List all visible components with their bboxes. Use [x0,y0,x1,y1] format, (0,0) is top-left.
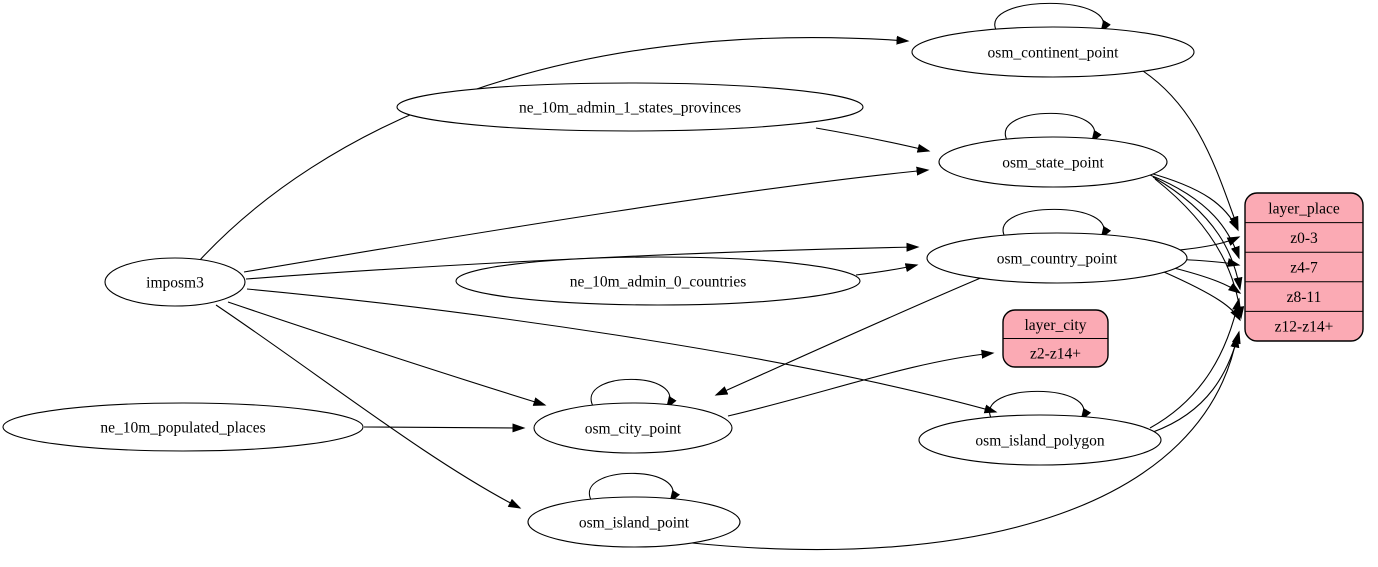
node-osm_continent_point: osm_continent_point [911,26,1195,78]
edge-osm_island_polygon--to--layer_place.z8-11 [1149,297,1241,429]
node-shape-imposm3 [104,257,246,307]
node-shape-ne_10m_admin_0_countries [455,256,861,306]
node-osm_state_point: osm_state_point [938,136,1168,188]
record-shape-layer_place [1244,192,1364,342]
edge-osm_continent_point--to--osm_continent_point [994,2,1111,34]
edge-osm_state_point--to--layer_place.z0-3 [1145,171,1239,232]
edge-osm_island_point--to--osm_island_point [588,472,680,504]
node-ne_10m_admin_0_countries: ne_10m_admin_0_countries [455,256,861,306]
node-shape-osm_island_polygon [918,414,1162,466]
edge-osm_city_point--to--osm_city_point [590,378,677,410]
edge-osm_island_point--to--layer_place.z12-z14+ [691,334,1240,551]
node-shape-osm_city_point [533,402,733,454]
node-osm_city_point: osm_city_point [533,402,733,454]
edge-osm_country_point--to--layer_place.z0-3 [1169,236,1241,252]
edge-osm_island_polygon--to--layer_place.z12-z14+ [1152,330,1241,433]
node-shape-ne_10m_admin_1_states_provinces [396,82,864,132]
node-imposm3: imposm3 [104,257,246,307]
edge-imposm3--to--osm_island_polygon [246,288,998,414]
node-shape-ne_10m_populated_places [2,402,364,452]
edge-osm_country_point--to--layer_place.z12-z14+ [1163,271,1241,322]
edge-imposm3--to--osm_city_point [227,301,547,406]
node-ne_10m_populated_places: ne_10m_populated_places [2,402,364,452]
edge-imposm3--to--osm_continent_point [198,35,910,262]
node-shape-osm_state_point [938,136,1168,188]
edge-ne_10m_admin_0_countries--to--osm_country_point [855,263,919,276]
edge-osm_country_point--to--osm_country_point [1002,208,1112,240]
edge-ne_10m_populated_places--to--osm_city_point [363,423,526,433]
node-shape-osm_island_point [527,496,741,548]
node-ne_10m_admin_1_states_provinces: ne_10m_admin_1_states_provinces [396,82,864,132]
edge-imposm3--to--osm_island_point [215,304,522,509]
nodes-layer: imposm3 ne_10m_admin_1_states_provincesne… [2,26,1364,548]
edge-osm_country_point--to--osm_city_point [714,276,984,396]
node-shape-osm_continent_point [911,26,1195,78]
edge-osm_city_point--to--layer_city.z2-z14+ [727,349,995,417]
node-osm_island_polygon: osm_island_polygon [918,414,1162,466]
node-osm_island_point: osm_island_point [527,496,741,548]
node-shape-osm_country_point [926,232,1188,284]
edge-osm_continent_point--to--layer_place.z0-3 [1139,68,1239,230]
edge-ne_10m_admin_1_states_provinces--to--osm_state_point [815,127,931,153]
node-osm_country_point: osm_country_point [926,232,1188,284]
edge-osm_state_point--to--osm_state_point [1004,112,1102,144]
edges-layer [198,2,1245,551]
edge-osm_country_point--to--layer_place.z8-11 [1169,266,1242,294]
edge-imposm3--to--osm_state_point [243,166,930,273]
edge-osm_state_point--to--layer_place.z4-7 [1149,174,1240,260]
edge-osm_island_polygon--to--osm_island_polygon [989,390,1092,422]
edge-osm_state_point--to--layer_place.z8-11 [1152,176,1243,291]
